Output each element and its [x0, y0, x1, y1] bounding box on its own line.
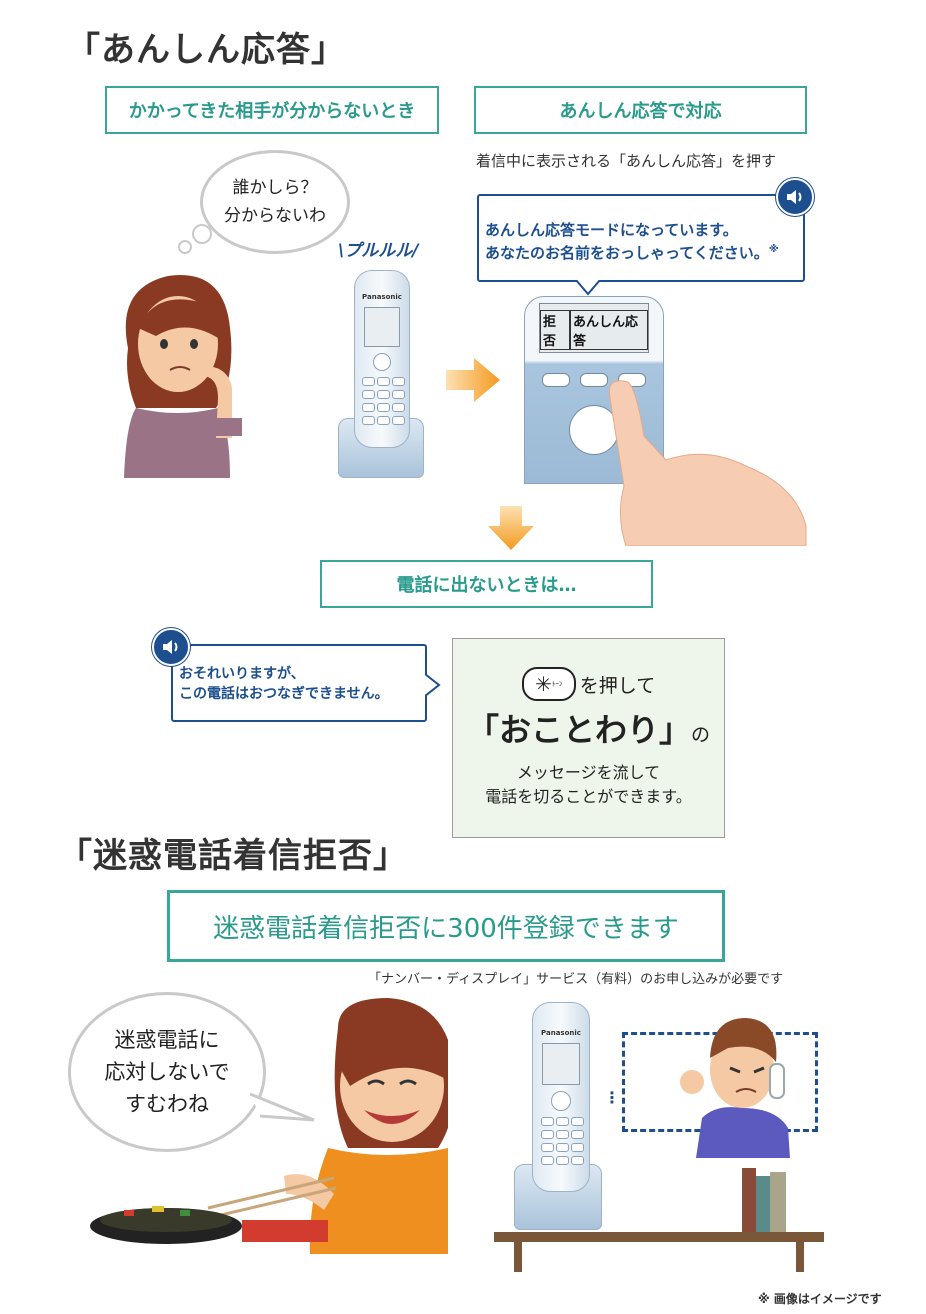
speaker-icon — [776, 178, 814, 216]
speaker-icon — [152, 628, 190, 666]
thought-bubble-relief: 迷惑電話に 応対しないで すむわね — [68, 992, 266, 1152]
book-icon — [756, 1176, 770, 1232]
label-unknown-caller-text: かかってきた相手が分からないとき — [128, 101, 416, 122]
phone-brand-2: Panasonic — [541, 1029, 581, 1037]
instruction-text: 着信中に表示される「あんしん応答」を押す — [476, 152, 777, 170]
thought-dot — [178, 240, 192, 254]
book-icon — [742, 1168, 756, 1232]
phone-brand: Panasonic — [362, 293, 402, 301]
dots-indicator: ⋮ — [604, 1088, 620, 1107]
decline-info-panel: ✳ﾄｰﾝ を押して 「おことわり」の メッセージを流して 電話を切ることができま… — [452, 638, 725, 838]
speech-bubble-anshin: あんしん応答モードになっています。 あなたのお名前をおっしゃってください。※ — [477, 194, 805, 282]
relief-line-3: すむわね — [125, 1092, 209, 1116]
star-tone-key-icon: ✳ﾄｰﾝ — [521, 667, 576, 701]
speech-note-mark: ※ — [768, 244, 779, 255]
book-icon — [770, 1172, 786, 1232]
finger-illustration — [608, 380, 807, 546]
section-heading-anshin: 「あんしん応答」 — [66, 30, 346, 70]
speech-line-2: あなたのお名前をおっしゃってください。 — [485, 244, 769, 262]
table-top — [494, 1232, 824, 1242]
tone-label: ﾄｰﾝ — [551, 680, 563, 688]
lcd-reject-key: 拒否 — [540, 310, 570, 350]
table-leg — [514, 1242, 522, 1272]
service-note: 「ナンバー・ディスプレイ」サービス（有料）のお申し込みが必要です — [368, 972, 784, 987]
arrow-right-icon — [446, 358, 500, 402]
phone-screen-2 — [542, 1043, 580, 1085]
ring-left-mark: \ — [338, 241, 345, 261]
thought-line-1: 誰かしら？ — [232, 178, 318, 198]
ring-sound-text: \プルルル/ — [338, 236, 418, 261]
label-block-300: 迷惑電話着信拒否に300件登録できます — [167, 890, 725, 962]
phone-closeup: 拒否 あんしん応答 — [524, 296, 664, 484]
speech-bubble-tail — [576, 280, 600, 296]
label-no-answer: 電話に出ないときは… — [320, 560, 653, 608]
panel-line-4: 電話を切ることができます。 — [485, 787, 692, 806]
thought-bubble-tail — [250, 1092, 315, 1122]
panel-line-3: メッセージを流して — [516, 763, 661, 782]
panel-press-text: を押して — [579, 674, 656, 697]
panel-decline-title: 「おことわり」 — [466, 711, 691, 749]
arrow-down-icon — [488, 506, 534, 550]
ring-right-mark: / — [412, 241, 419, 261]
speech-bubble-reject: おそれいりますが、 この電話はおつなぎできません。 — [171, 644, 427, 722]
table-leg — [796, 1242, 804, 1272]
section-heading-block: 「迷惑電話着信拒否」 — [58, 836, 408, 876]
worried-woman-illustration — [124, 275, 242, 478]
lcd-anshin-key: あんしん応答 — [570, 310, 648, 350]
cooking-woman-illustration — [90, 998, 448, 1254]
ring-text: プルルル — [344, 241, 413, 261]
angry-caller-illustration — [680, 1018, 790, 1158]
footer-image-note: ※ 画像はイメージです — [758, 1292, 882, 1306]
closeup-keys — [525, 373, 663, 387]
label-unknown-caller: かかってきた相手が分からないとき — [105, 86, 439, 134]
reject-line-1: おそれいりますが、 — [179, 666, 305, 682]
thought-bubble-unknown: 誰かしら？ 分からないわ — [200, 150, 350, 254]
label-anshin-response: あんしん応答で対応 — [474, 86, 807, 134]
reject-bubble-tail — [425, 674, 441, 696]
phone-nav-button-2 — [551, 1091, 571, 1111]
label-no-answer-text: 電話に出ないときは… — [396, 575, 577, 596]
phone-closeup-lcd: 拒否 あんしん応答 — [539, 303, 649, 353]
speech-line-1: あんしん応答モードになっています。 — [485, 221, 738, 239]
relief-line-2: 応対しないで — [104, 1060, 230, 1084]
cordless-phone-handset: Panasonic — [354, 270, 410, 448]
phone-keypad-2 — [533, 1117, 589, 1165]
label-anshin-response-text: あんしん応答で対応 — [559, 101, 722, 122]
panel-no-text: の — [691, 724, 711, 746]
label-block-300-text: 迷惑電話着信拒否に300件登録できます — [213, 913, 679, 944]
star-key-symbol: ✳ — [535, 672, 552, 696]
relief-line-1: 迷惑電話に — [114, 1028, 220, 1052]
thought-line-2: 分からないわ — [224, 206, 326, 226]
phone-screen — [364, 307, 400, 347]
phone-nav-button — [373, 353, 391, 371]
thought-dot — [192, 224, 212, 244]
reject-line-2: この電話はおつなぎできません。 — [179, 686, 389, 702]
cordless-phone-handset-2: Panasonic — [532, 1002, 590, 1192]
closeup-nav-button — [569, 405, 619, 455]
phone-keypad — [355, 377, 409, 425]
